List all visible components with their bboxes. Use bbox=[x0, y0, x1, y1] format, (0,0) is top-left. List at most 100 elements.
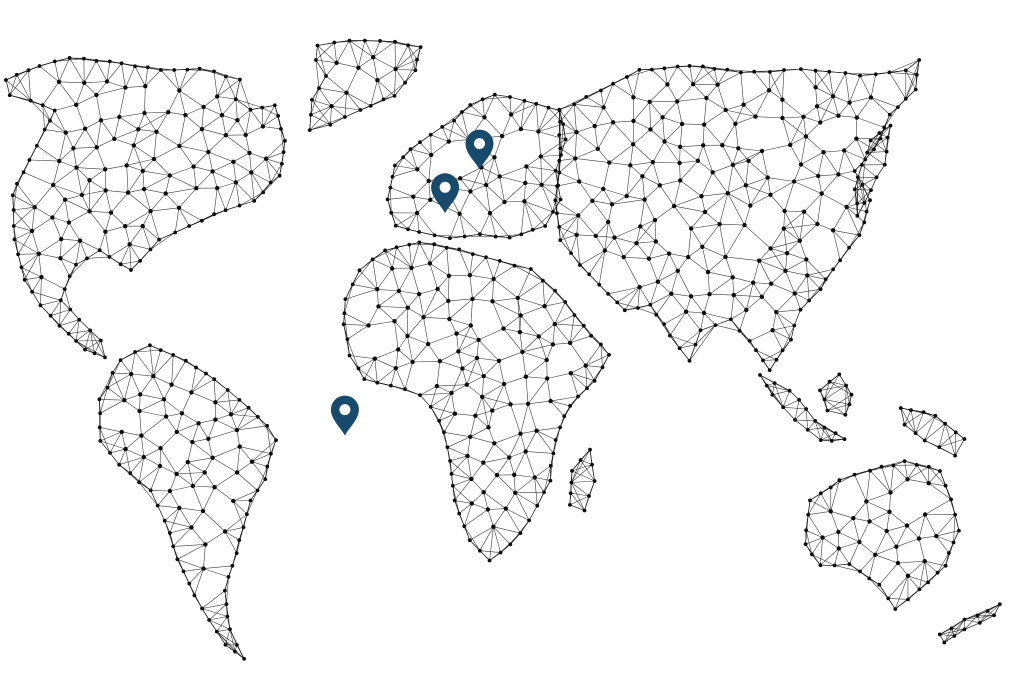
mesh-edge bbox=[75, 258, 88, 265]
mesh-edge bbox=[124, 399, 140, 412]
mesh-node bbox=[852, 169, 857, 173]
mesh-edge bbox=[522, 351, 527, 377]
mesh-edge bbox=[139, 399, 165, 412]
mesh-edge bbox=[212, 171, 218, 189]
mesh-node bbox=[634, 241, 639, 246]
mesh-node bbox=[187, 224, 192, 228]
mesh-node bbox=[552, 321, 557, 327]
location-pin-brazil[interactable] bbox=[330, 395, 359, 436]
mesh-edge bbox=[410, 148, 432, 156]
pin-center bbox=[339, 404, 351, 416]
mesh-edge bbox=[119, 87, 126, 118]
mesh-node bbox=[228, 627, 232, 632]
mesh-node bbox=[887, 509, 892, 514]
mesh-node bbox=[534, 428, 539, 433]
mesh-edge bbox=[680, 180, 702, 197]
mesh-edge bbox=[345, 288, 378, 300]
mesh-edge bbox=[471, 462, 484, 480]
mesh-node bbox=[713, 323, 718, 327]
mesh-edge bbox=[138, 465, 161, 483]
mesh-edge bbox=[227, 389, 232, 415]
mesh-edge bbox=[129, 244, 132, 271]
mesh-edge bbox=[732, 277, 735, 296]
mesh-node bbox=[593, 233, 598, 239]
mesh-node bbox=[480, 97, 485, 102]
mesh-node bbox=[868, 468, 872, 473]
mesh-edge bbox=[372, 259, 393, 269]
mesh-node bbox=[314, 58, 318, 62]
mesh-edge bbox=[730, 309, 747, 320]
mesh-node bbox=[97, 397, 102, 402]
mesh-edge bbox=[129, 244, 151, 250]
mesh-edge bbox=[213, 188, 218, 215]
mesh-edge bbox=[479, 550, 501, 553]
mesh-edge bbox=[703, 124, 723, 146]
mesh-node bbox=[517, 329, 523, 335]
mesh-edge bbox=[163, 399, 183, 414]
mesh-edge bbox=[510, 114, 522, 130]
mesh-node bbox=[768, 70, 772, 74]
mesh-edge bbox=[309, 116, 346, 131]
mesh-edge bbox=[907, 464, 918, 480]
mesh-node bbox=[370, 257, 375, 262]
mesh-edge bbox=[476, 357, 500, 362]
mesh-edge bbox=[854, 189, 865, 204]
mesh-node bbox=[432, 242, 437, 247]
mesh-node bbox=[385, 197, 390, 202]
mesh-node bbox=[914, 463, 919, 467]
mesh-edge bbox=[407, 45, 418, 60]
mesh-edge bbox=[441, 126, 450, 142]
mesh-edge bbox=[429, 244, 435, 264]
mesh-edge bbox=[772, 330, 783, 351]
mesh-node bbox=[456, 349, 461, 354]
mesh-edge bbox=[883, 106, 899, 128]
mesh-edge bbox=[501, 128, 522, 137]
location-pin-netherlands[interactable] bbox=[465, 129, 494, 170]
mesh-edge bbox=[61, 238, 81, 241]
mesh-edge bbox=[464, 526, 481, 551]
location-pin-portugal[interactable] bbox=[431, 173, 460, 214]
mesh-edge bbox=[179, 145, 209, 153]
mesh-japan bbox=[854, 125, 891, 216]
mesh-edge bbox=[370, 80, 378, 106]
mesh-edge bbox=[508, 433, 521, 458]
mesh-edge bbox=[671, 293, 687, 312]
mesh-edge bbox=[439, 360, 463, 369]
mesh-edge bbox=[453, 120, 469, 140]
mesh-node bbox=[717, 222, 722, 227]
mesh-edge bbox=[336, 62, 359, 68]
mesh-node bbox=[752, 69, 756, 74]
mesh-edge bbox=[746, 296, 762, 311]
mesh-node bbox=[383, 248, 387, 253]
mesh-edge bbox=[487, 509, 494, 527]
mesh-edge bbox=[481, 157, 495, 168]
mesh-edge bbox=[623, 242, 637, 258]
mesh-node bbox=[158, 446, 163, 451]
mesh-node bbox=[213, 417, 218, 422]
mesh-edge bbox=[772, 325, 795, 331]
mesh-edge bbox=[525, 359, 547, 377]
mesh-node bbox=[736, 146, 741, 151]
mesh-edge bbox=[230, 399, 240, 415]
mesh-edge bbox=[343, 324, 348, 340]
mesh-node bbox=[235, 643, 239, 647]
mesh-edge bbox=[954, 619, 965, 637]
mesh-node bbox=[223, 208, 228, 213]
mesh-node bbox=[163, 191, 168, 196]
mesh-edge bbox=[560, 131, 577, 149]
mesh-node bbox=[683, 309, 689, 314]
mesh-edge bbox=[52, 217, 62, 240]
mesh-node bbox=[758, 373, 762, 377]
mesh-edge bbox=[575, 132, 577, 159]
mesh-node bbox=[405, 333, 410, 339]
mesh-edge bbox=[595, 221, 609, 237]
mesh-edge bbox=[106, 61, 111, 82]
mesh-edge bbox=[830, 480, 840, 512]
mesh-edge bbox=[395, 68, 406, 83]
mesh-node bbox=[557, 107, 562, 112]
mesh-node bbox=[837, 478, 842, 483]
mesh-node bbox=[707, 292, 712, 297]
mesh-edge bbox=[368, 306, 379, 326]
mesh-node bbox=[943, 563, 948, 568]
mesh-node bbox=[723, 254, 728, 260]
